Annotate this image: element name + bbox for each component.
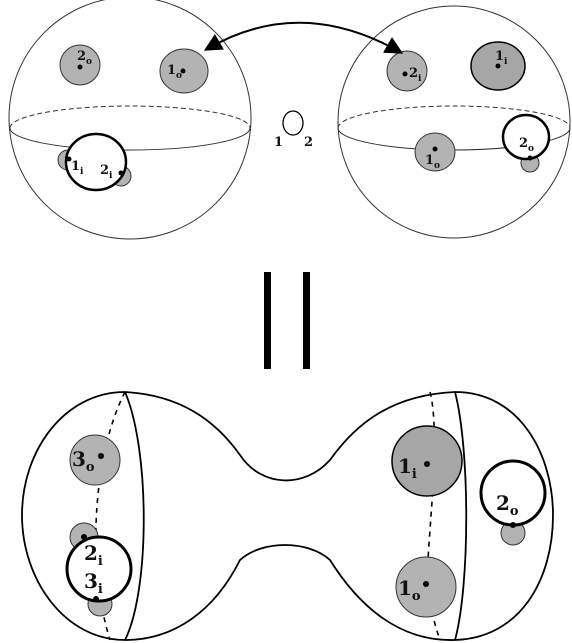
br-dot-1o: [423, 581, 429, 587]
br-dot-1i: [424, 461, 430, 467]
equals-sign: [264, 272, 310, 369]
br-dot-2o: [510, 522, 516, 528]
middle-loop: 1 2: [274, 111, 313, 150]
tl-dot-2i: [119, 171, 124, 176]
tl-dot-2o: [78, 65, 83, 70]
tr-dot-1i: [496, 64, 501, 69]
top-left-sphere-outline: [9, 0, 251, 239]
top-left-equator-front: [10, 128, 250, 150]
equals-bar-right: [303, 272, 310, 369]
top-right-sphere: 2i 1i 1o 2o: [338, 6, 570, 238]
bl-dot-2i: [81, 534, 87, 540]
bottom-surface: 3o 2i 3i 1i 1o 2o: [22, 392, 553, 640]
tr-dot-2o: [528, 156, 533, 161]
middle-loop-label-left: 1: [274, 135, 283, 150]
middle-loop-label-right: 2: [304, 135, 313, 150]
top-left-sphere: 2o 1o 1i 2i: [9, 0, 251, 239]
bl-dot-3o: [98, 453, 104, 459]
double-arrow: [207, 23, 400, 52]
middle-loop-ellipse: [283, 111, 303, 135]
bottom-left-cut: [125, 392, 144, 640]
tr-dot-2i: [403, 72, 408, 77]
top-left-equator-back: [10, 106, 250, 128]
equals-bar-left: [264, 272, 271, 369]
tr-dot-1o: [433, 147, 438, 152]
tr-disk-2i: [387, 51, 427, 91]
bottom-right-cut: [455, 392, 466, 640]
